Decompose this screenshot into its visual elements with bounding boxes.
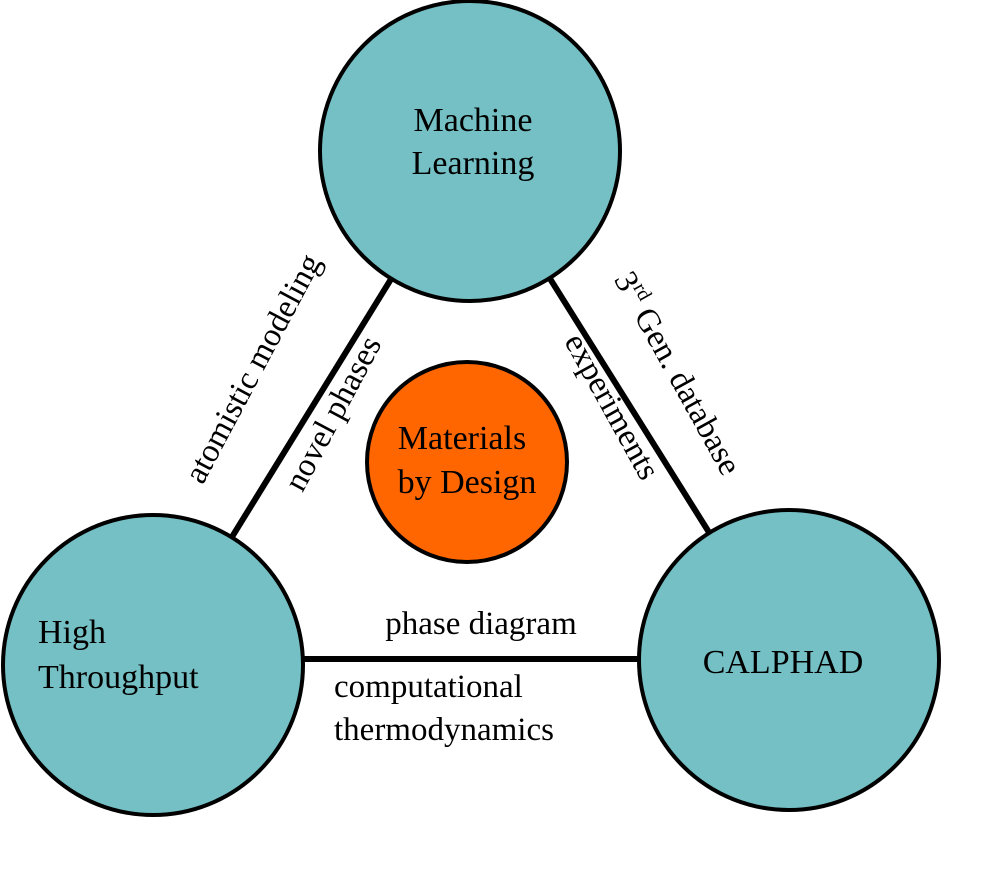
machine-learning-label-line2: Learning bbox=[412, 145, 535, 182]
calphad-label: CALPHAD bbox=[703, 644, 864, 681]
materials-by-design-label-line1: Materials bbox=[398, 420, 526, 457]
bottom-edge-below-label-line2: thermodynamics bbox=[334, 712, 554, 748]
node-machine-learning bbox=[318, 0, 622, 303]
machine-learning-label-line1: Machine bbox=[414, 102, 533, 139]
high-throughput-label-line2: Throughput bbox=[38, 659, 199, 696]
materials-by-design-label-line2: by Design bbox=[398, 464, 537, 501]
node-high-throughput bbox=[1, 513, 305, 817]
bottom-edge-below-label-line1: computational bbox=[334, 669, 523, 705]
node-materials-by-design bbox=[365, 360, 569, 564]
high-throughput-label-line1: High bbox=[38, 614, 106, 651]
bottom-edge-above-label: phase diagram bbox=[385, 606, 577, 642]
node-calphad bbox=[637, 508, 941, 812]
